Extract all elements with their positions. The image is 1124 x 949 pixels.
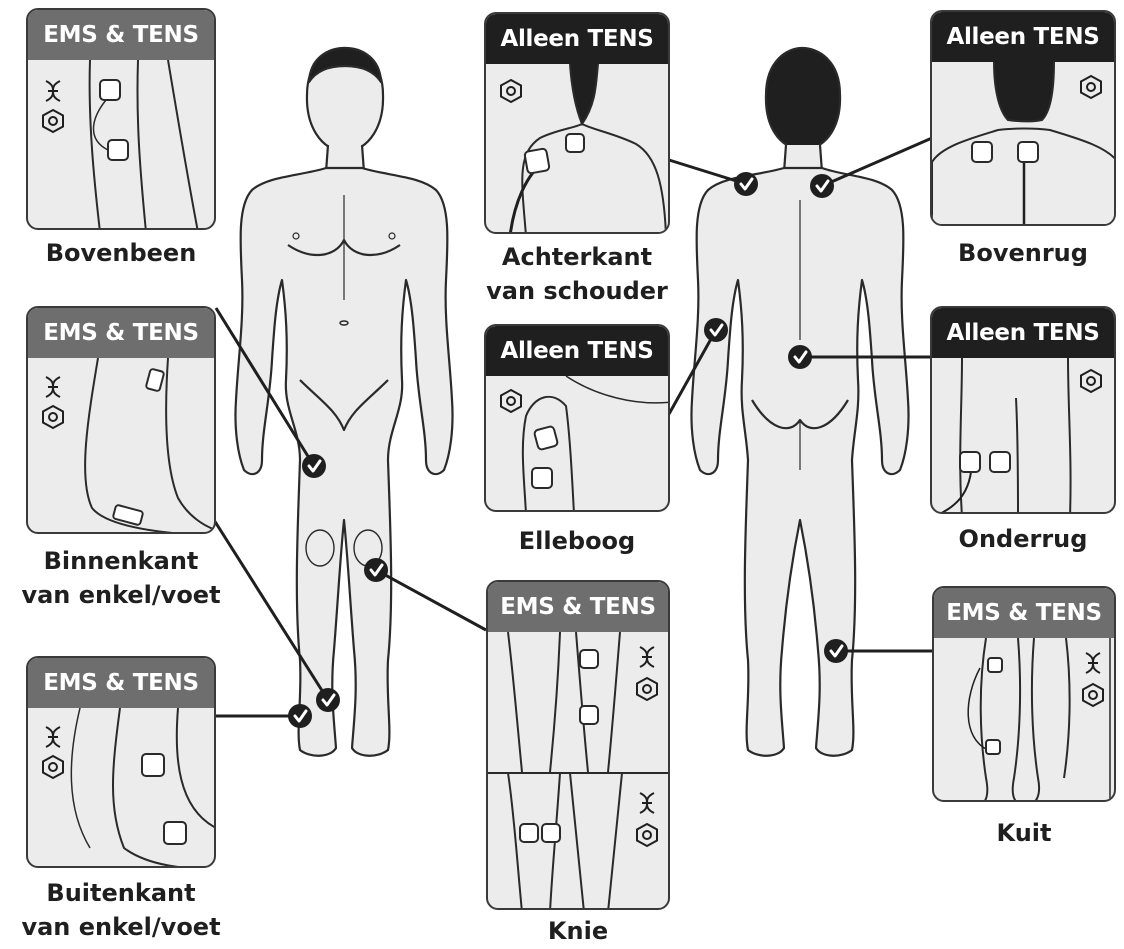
card-header: Alleen TENS — [486, 326, 668, 376]
caption-enkel-buiten: Buitenkant van enkel/voet — [6, 876, 236, 944]
dna-twist-icon — [1080, 650, 1106, 676]
card-enkel-binnen: EMS & TENS — [26, 306, 216, 534]
caption-line: Bovenrug — [930, 236, 1116, 270]
check-marker-icon — [288, 704, 312, 728]
electrode-illustration — [488, 632, 670, 910]
caption-line: van schouder — [472, 274, 682, 308]
hexagon-icon — [1080, 682, 1106, 708]
caption-line: Elleboog — [484, 524, 670, 558]
check-marker-icon — [810, 174, 834, 198]
dna-twist-icon — [40, 78, 66, 104]
hexagon-icon — [498, 388, 524, 414]
check-marker-icon — [704, 318, 728, 342]
dna-twist-icon — [40, 374, 66, 400]
check-marker-icon — [734, 172, 758, 196]
card-knie: EMS & TENS — [486, 580, 670, 910]
caption-onderrug: Onderrug — [930, 522, 1116, 556]
hexagon-icon — [1078, 368, 1104, 394]
card-header: EMS & TENS — [488, 582, 668, 632]
caption-line: Binnenkant — [14, 544, 228, 578]
card-bovenbeen: EMS & TENS — [26, 8, 216, 230]
card-header: Alleen TENS — [932, 12, 1114, 62]
caption-line: Kuit — [932, 816, 1116, 850]
card-header: EMS & TENS — [28, 10, 214, 60]
check-marker-icon — [316, 688, 340, 712]
caption-line: Bovenbeen — [26, 236, 216, 270]
caption-line: Onderrug — [930, 522, 1116, 556]
caption-line: Buitenkant — [6, 876, 236, 910]
dna-twist-icon — [40, 724, 66, 750]
card-onderrug: Alleen TENS — [930, 306, 1116, 514]
card-header: EMS & TENS — [28, 308, 214, 358]
caption-line: van enkel/voet — [14, 578, 228, 612]
hexagon-icon — [634, 822, 660, 848]
caption-knie: Knie — [486, 914, 670, 948]
hexagon-icon — [40, 404, 66, 430]
card-enkel-buiten: EMS & TENS — [26, 656, 216, 868]
hexagon-icon — [634, 676, 660, 702]
card-elleboog: Alleen TENS — [484, 324, 670, 512]
check-marker-icon — [824, 639, 848, 663]
check-marker-icon — [302, 454, 326, 478]
card-header: EMS & TENS — [934, 588, 1114, 638]
card-schouder: Alleen TENS — [484, 12, 670, 234]
hexagon-icon — [498, 78, 524, 104]
card-header: Alleen TENS — [486, 14, 668, 64]
front-figure — [235, 48, 452, 756]
hexagon-icon — [40, 754, 66, 780]
card-bovenrug: Alleen TENS — [930, 10, 1116, 226]
caption-bovenbeen: Bovenbeen — [26, 236, 216, 270]
hexagon-icon — [40, 108, 66, 134]
card-header: EMS & TENS — [28, 658, 214, 708]
caption-enkel-binnen: Binnenkant van enkel/voet — [14, 544, 228, 612]
check-marker-icon — [788, 345, 812, 369]
caption-elleboog: Elleboog — [484, 524, 670, 558]
caption-line: Achterkant — [472, 240, 682, 274]
caption-line: van enkel/voet — [6, 910, 236, 944]
dna-twist-icon — [634, 790, 660, 816]
dna-twist-icon — [634, 644, 660, 670]
caption-kuit: Kuit — [932, 816, 1116, 850]
card-header: Alleen TENS — [932, 308, 1114, 358]
caption-schouder: Achterkant van schouder — [472, 240, 682, 308]
caption-line: Knie — [486, 914, 670, 948]
hexagon-icon — [1078, 74, 1104, 100]
caption-bovenrug: Bovenrug — [930, 236, 1116, 270]
card-kuit: EMS & TENS — [932, 586, 1116, 802]
check-marker-icon — [364, 558, 388, 582]
